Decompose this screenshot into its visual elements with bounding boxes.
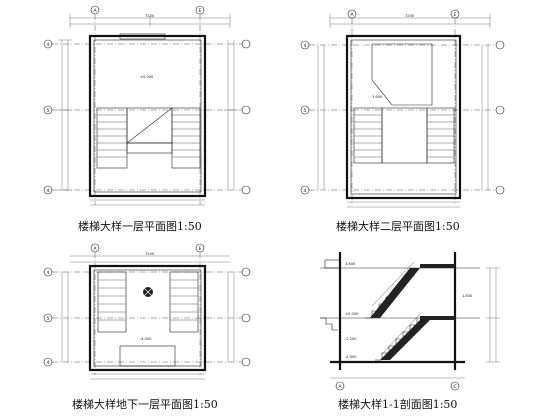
title-second-floor: 楼梯大样二层平面图1:50 (336, 219, 460, 233)
stair-flight-right (426, 107, 455, 164)
section-1-1: 3.600 1.800 ±0.000 -2.250 -4.500 A C 楼梯大… (320, 252, 500, 411)
dim-top: 7200 (405, 14, 415, 18)
svg-text:E: E (454, 12, 457, 18)
axis-bubble-top-right: E (195, 5, 205, 15)
svg-text:4: 4 (304, 188, 307, 194)
level-3600: 3.600 (345, 262, 356, 266)
axis-bubble-right-bottom (241, 185, 251, 195)
level-m2250: -2.250 (345, 337, 357, 341)
stair-flight-left (97, 271, 127, 333)
axis-bubble-right-top (495, 40, 505, 50)
svg-text:E: E (199, 246, 202, 252)
axis-bubble-right-top (241, 267, 251, 277)
stair-flight-right (171, 107, 201, 169)
svg-text:A: A (94, 8, 98, 14)
stair-flight-left (353, 107, 383, 164)
level-mark: -4.500 (140, 337, 152, 341)
axis-bubble-right-mid (495, 105, 505, 115)
level-mark: ±0.000 (140, 75, 154, 79)
dim-top: 7200 (145, 14, 155, 18)
svg-text:E: E (199, 8, 202, 14)
title-basement: 楼梯大样地下一层平面图1:50 (72, 397, 218, 411)
axis-bubble-right-mid (241, 313, 251, 323)
level-1800: 1.800 (462, 294, 473, 298)
svg-text:A: A (339, 384, 343, 390)
plan-first-floor: 7200 A E 4 5 4 (43, 5, 251, 233)
svg-text:5: 5 (47, 316, 50, 322)
axis-bubble-bottom-left: A (335, 381, 345, 391)
axis-bubble-left-bottom: 4 (43, 357, 53, 367)
axis-bubble-right-mid (241, 105, 251, 115)
axis-bubble-top-left: A (90, 243, 100, 253)
svg-text:4: 4 (47, 42, 50, 48)
svg-text:4: 4 (47, 270, 50, 276)
svg-text:4: 4 (47, 360, 50, 366)
axis-bubble-top-right: E (450, 9, 460, 19)
stair-flight-lower (375, 318, 430, 361)
stair-flight-left (96, 107, 128, 169)
title-section: 楼梯大样1-1剖面图1:50 (338, 397, 457, 411)
plant-icon (142, 286, 154, 298)
axis-bubble-left-top: 4 (300, 40, 310, 50)
axis-bubble-top-left: A (90, 5, 100, 15)
axis-bubble-left-bottom: 4 (43, 185, 53, 195)
plan-second-floor: 7200 A E 4 5 4 (300, 9, 505, 233)
svg-text:A: A (351, 12, 355, 18)
axis-bubble-left-top: 4 (43, 267, 53, 277)
axis-bubble-right-top (241, 39, 251, 49)
stair-flight-upper (365, 268, 420, 319)
axis-bubble-bottom-right: C (450, 381, 460, 391)
level-m4500: -4.500 (345, 355, 357, 359)
plan-basement: A E 7200 4 5 4 (43, 243, 251, 411)
dim-top: 7200 (145, 252, 155, 256)
axis-bubble-right-bottom (495, 185, 505, 195)
axis-bubble-left-bottom: 4 (300, 185, 310, 195)
svg-text:C: C (454, 384, 457, 390)
axis-bubble-top-right: E (195, 243, 205, 253)
svg-text:5: 5 (47, 108, 50, 114)
stair-flight-right (169, 271, 199, 333)
axis-bubble-right-bottom (241, 357, 251, 367)
svg-text:5: 5 (304, 108, 307, 114)
level-000: ±0.000 (345, 312, 359, 316)
title-first-floor: 楼梯大样一层平面图1:50 (78, 219, 202, 233)
axis-bubble-left-top: 4 (43, 39, 53, 49)
level-mark: 3.600 (372, 95, 383, 99)
axis-bubble-left-mid: 5 (43, 313, 53, 323)
svg-text:A: A (94, 246, 98, 252)
axis-bubble-top-left: A (347, 9, 357, 19)
svg-text:4: 4 (304, 43, 307, 49)
svg-text:4: 4 (47, 188, 50, 194)
axis-bubble-left-mid: 5 (300, 105, 310, 115)
axis-bubble-left-mid: 5 (43, 105, 53, 115)
